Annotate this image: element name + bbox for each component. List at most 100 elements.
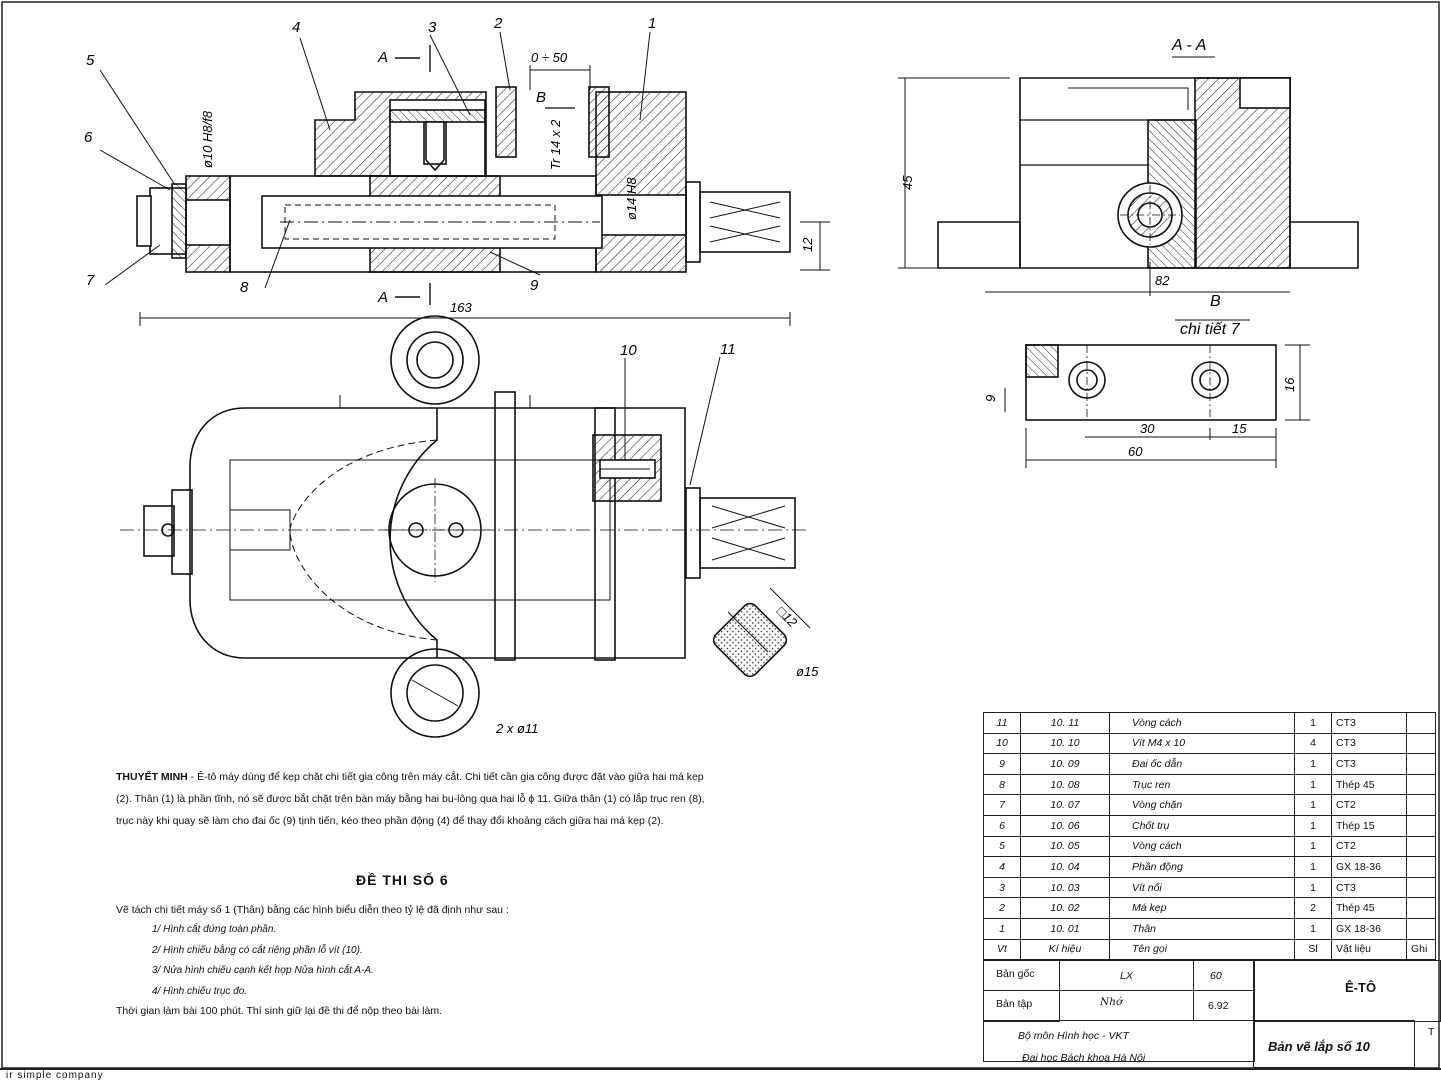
bom-cell: 9 [983,753,1021,775]
part-name: Ê-TÔ [1345,980,1377,995]
detail-7-title: chi tiết 7 [1180,321,1241,338]
section-mark-bottom: A [377,289,388,306]
label-part-9: 9 [530,277,539,294]
task-intro: Vẽ tách chi tiết máy số 1 (Thân) bằng cá… [116,904,509,916]
bom-cell: 1 [1294,917,1332,940]
drawn-label: Bản gốc [996,968,1035,980]
front-section-view [136,45,830,305]
bom-cell: 1 [1294,773,1332,796]
dim-60: 60 [1128,444,1143,459]
dim-fit-diam: ø10 H8/f8 [200,110,215,168]
bom-cell: CT2 [1331,835,1407,858]
bom-cell: Vòng cách [1109,712,1295,734]
top-plan-view [120,312,811,738]
bom-cell: 4 [983,856,1021,878]
bom-cell: 10. 10 [1020,732,1110,755]
bom-cell [1406,876,1436,899]
bom-cell: 1 [1294,814,1332,837]
bom-cell: CT3 [1331,732,1407,755]
bom-header-cell: Vật liệu [1331,938,1407,961]
bom-cell [1406,856,1436,878]
dept-name: Bộ môn Hình học - VKT [1018,1030,1129,1042]
bom-cell: 1 [1294,712,1332,734]
task-item: 2/ Hình chiếu bằng có cắt riêng phần lỗ … [152,944,363,956]
title-block-cell [983,960,1060,1022]
label-part-8: 8 [240,279,249,296]
drawn-name: LX [1120,970,1133,982]
bom-cell: 10. 06 [1020,814,1110,837]
dim-30: 30 [1140,421,1155,436]
bom-cell: 10. 08 [1020,773,1110,796]
checked-signature: Nhớ [1100,996,1123,1008]
title-block-line [1193,960,1194,1020]
bom-cell: Vít M4 x 10 [1109,732,1295,755]
bom-cell: CT2 [1331,794,1407,816]
label-part-11: 11 [720,341,736,358]
bom-header-cell: Sl [1294,938,1332,961]
bom-cell: 10. 02 [1020,897,1110,919]
bom-cell [1406,814,1436,837]
label-part-3: 3 [428,19,437,36]
dim-82: 82 [1155,273,1170,288]
bom-cell: Vít nối [1109,876,1295,899]
leader-lines [99,31,721,486]
bom-cell [1406,712,1436,734]
dim-range: 0 ÷ 50 [531,50,568,65]
bom-cell [1406,732,1436,755]
bom-cell [1406,917,1436,940]
bom-cell: 1 [1294,753,1332,775]
dim-16: 16 [1282,377,1297,392]
bom-cell [1406,835,1436,858]
bom-cell: 1 [1294,794,1332,816]
section-aa-title: A - A [1171,37,1206,54]
bom-cell: 4 [1294,732,1332,755]
bom-cell: 10 [983,732,1021,755]
bom-cell: Thép 15 [1331,814,1407,837]
view-mark-b: B [536,89,546,106]
sheet-mark: T [1428,1026,1435,1038]
checked-label: Bản tập [996,998,1033,1010]
drawing-title: Bản vẽ lắp số 10 [1268,1039,1370,1054]
bom-cell [1406,794,1436,816]
dim-square: □12 [774,604,801,631]
bom-header-cell: Vt [983,938,1021,961]
task-list: 1/ Hình cắt đứng toàn phần. 2/ Hình chiế… [152,920,374,1002]
dim-15: 15 [1232,421,1247,436]
bom-cell: 10. 04 [1020,856,1110,878]
bom-cell: 10. 05 [1020,835,1110,858]
bom-cell: Chốt trụ [1109,814,1295,837]
bottom-strip-text: ir simple company [6,1070,104,1081]
bom-cell: 11 [983,712,1021,734]
bom-header-cell: Kí hiệu [1020,938,1110,961]
dim-9: 9 [983,395,998,402]
title-block-line [983,1020,1253,1021]
section-aa-texts: A - A 82 45 B chi tiết 7 [900,37,1241,338]
bom-header-cell: Tên gọi [1109,938,1295,961]
bom-cell: 1 [1294,856,1332,878]
bom-cell: 8 [983,773,1021,796]
bom-cell [1406,773,1436,796]
bom-cell: 10. 09 [1020,753,1110,775]
dim-height-12: 12 [800,237,815,252]
bom-cell [1406,753,1436,775]
bom-cell: Vòng cách [1109,835,1295,858]
bom-cell: 5 [983,835,1021,858]
bom-cell: GX 18-36 [1331,856,1407,878]
bom-cell: 1 [983,917,1021,940]
bom-cell: 10. 11 [1020,712,1110,734]
bom-cell: Phần động [1109,856,1295,878]
view-b-title: B [1210,293,1221,310]
bom-cell: 1 [1294,876,1332,899]
section-mark-top: A [377,49,388,66]
task-footer: Thời gian làm bài 100 phút. Thí sinh giữ… [116,1005,443,1017]
label-part-10: 10 [620,342,637,359]
